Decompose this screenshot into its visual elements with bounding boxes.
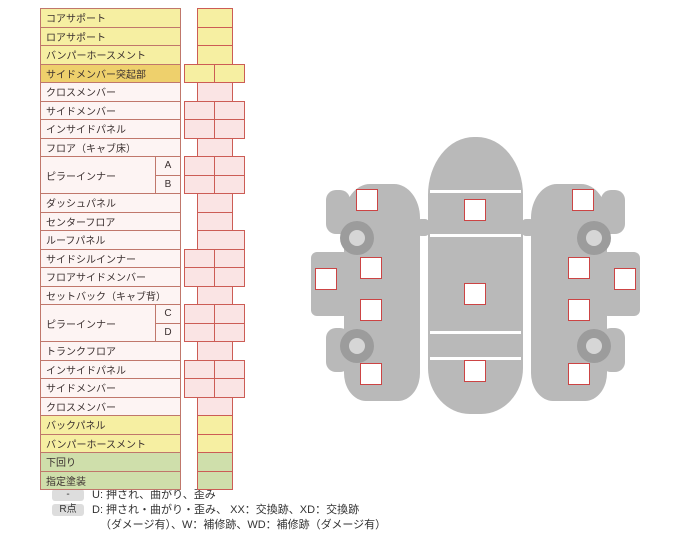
legend-row-r: R点 D: 押され・曲がり・歪み、 XX：交換跡、XD：交換跡 [52,504,672,517]
part-label: ピラーインナー [40,156,156,194]
damage-cell[interactable] [214,378,245,398]
damage-checkbox[interactable] [464,360,486,382]
damage-cell[interactable] [184,119,215,139]
damage-cell[interactable] [184,322,215,342]
damage-cell[interactable] [214,248,245,268]
part-label: サイドシルインナー [40,248,181,268]
damage-checkbox[interactable] [614,268,636,290]
damage-cell[interactable] [214,156,245,176]
part-label: インサイドパネル [40,119,181,139]
damage-cell[interactable] [197,341,233,361]
part-label: セットバック（キャブ背） [40,285,181,305]
damage-cell[interactable] [184,63,215,83]
part-label: サイドメンバー [40,100,181,120]
part-label: バンパーホースメント [40,45,181,65]
damage-cell[interactable] [184,359,215,379]
damage-cell[interactable] [214,359,245,379]
damage-cell[interactable] [184,100,215,120]
damage-cell[interactable] [214,174,245,194]
part-label: クロスメンバー [40,82,181,102]
part-label: サイドメンバー [40,378,181,398]
legend-badge-rten: R点 [52,504,84,516]
part-label: クロスメンバー [40,396,181,416]
part-sublabel: A [155,156,181,176]
damage-checkbox[interactable] [315,268,337,290]
damage-cell[interactable] [197,230,245,250]
panel-divider [430,190,521,193]
damage-cell[interactable] [214,100,245,120]
part-sublabel: B [155,174,181,194]
wheel-hub-icon [349,338,365,354]
damage-cell[interactable] [197,285,233,305]
panel-divider [430,234,521,237]
damage-cell[interactable] [214,322,245,342]
damage-checkbox[interactable] [356,189,378,211]
damage-cell[interactable] [197,433,233,453]
part-label: コアサポート [40,8,181,28]
part-label: バンパーホースメント [40,433,181,453]
damage-cell[interactable] [214,304,245,324]
damage-cell[interactable] [197,193,233,213]
damage-checkbox[interactable] [360,257,382,279]
car-left-side-body [344,184,420,401]
damage-cell[interactable] [214,119,245,139]
damage-checkbox[interactable] [572,189,594,211]
damage-cell[interactable] [197,137,233,157]
part-label: サイドメンバー突起部 [40,63,181,83]
damage-cell[interactable] [197,45,233,65]
part-sublabel: D [155,322,181,342]
panel-divider [430,357,521,360]
damage-cell[interactable] [197,470,233,490]
part-label: フロアサイドメンバー [40,267,181,287]
damage-checkbox[interactable] [464,283,486,305]
damage-cell[interactable] [197,82,233,102]
legend-text-r: D: 押され・曲がり・歪み、 XX：交換跡、XD：交換跡 [92,504,360,516]
damage-cell[interactable] [197,452,233,472]
part-label: ルーフパネル [40,230,181,250]
damage-checkbox[interactable] [360,363,382,385]
damage-checkbox[interactable] [464,199,486,221]
legend-text-r-cont: （ダメージ有）、W：補修跡、WD：補修跡（ダメージ有） [100,519,387,531]
damage-checkbox[interactable] [568,299,590,321]
damage-cell[interactable] [184,267,215,287]
part-label: トランクフロア [40,341,181,361]
damage-cell[interactable] [214,63,245,83]
part-label: フロア（キャブ床） [40,137,181,157]
wheel-hub-icon [586,230,602,246]
damage-cell[interactable] [184,248,215,268]
part-sublabel: C [155,304,181,324]
damage-cell[interactable] [184,378,215,398]
legend-row-r-cont: （ダメージ有）、W：補修跡、WD：補修跡（ダメージ有） [52,519,672,532]
legend-text-u: U: 押され、曲がり、歪み [92,489,216,501]
part-label: インサイドパネル [40,359,181,379]
car-mirror-left-icon [417,219,429,236]
damage-cell[interactable] [197,26,233,46]
damage-cell[interactable] [197,211,233,231]
legend: - U: 押され、曲がり、歪み R点 D: 押され・曲がり・歪み、 XX：交換跡… [52,489,672,534]
part-label: 下回り [40,452,181,472]
part-label: ロアサポート [40,26,181,46]
part-label: 指定塗装 [40,470,181,490]
damage-cell[interactable] [184,174,215,194]
damage-cell[interactable] [184,304,215,324]
wheel-hub-icon [586,338,602,354]
damage-checkbox[interactable] [568,257,590,279]
damage-checkbox[interactable] [568,363,590,385]
damage-checkbox[interactable] [360,299,382,321]
legend-row-u: - U: 押され、曲がり、歪み [52,489,672,502]
damage-cell[interactable] [214,267,245,287]
part-label: センターフロア [40,211,181,231]
wheel-hub-icon [349,230,365,246]
part-label: バックパネル [40,415,181,435]
legend-badge-dash: - [52,489,84,501]
part-label: ダッシュパネル [40,193,181,213]
damage-cell[interactable] [197,8,233,28]
damage-cell[interactable] [184,156,215,176]
part-label: ピラーインナー [40,304,156,342]
damage-cell[interactable] [197,415,233,435]
panel-divider [430,331,521,334]
damage-cell[interactable] [197,396,233,416]
